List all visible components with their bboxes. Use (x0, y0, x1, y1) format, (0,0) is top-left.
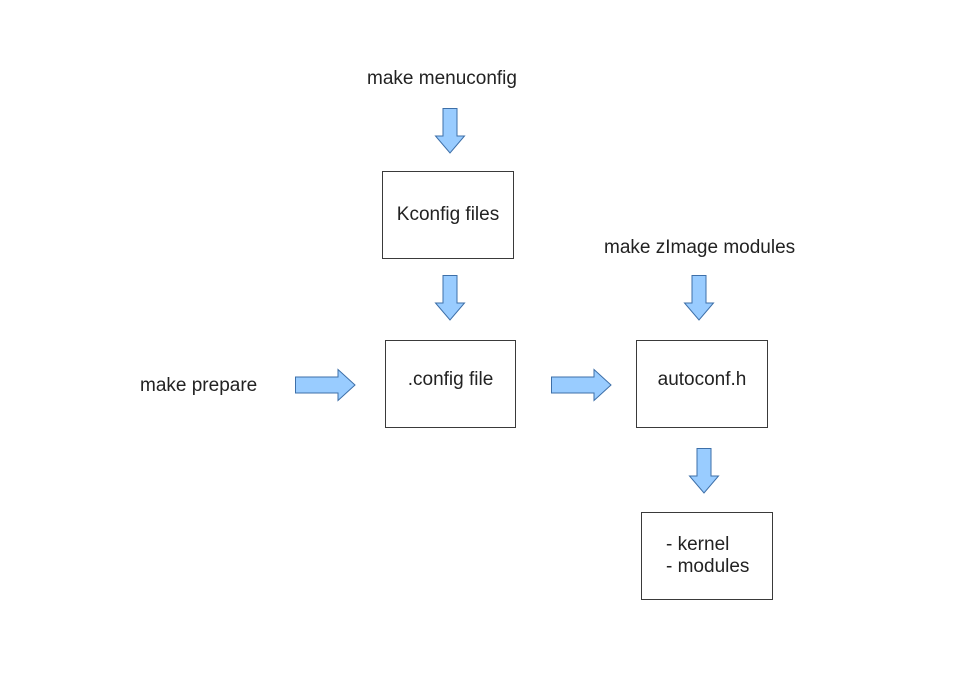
config-file-label: .config file (407, 369, 494, 390)
arrow-right-to-config-icon (295, 368, 356, 402)
make-zimage-modules-label: make zImage modules (604, 237, 796, 258)
kconfig-files-box: Kconfig files (382, 171, 514, 259)
make-menuconfig-label: make menuconfig (367, 68, 517, 89)
outputs-box: - kernel - modules (641, 512, 773, 600)
output-kernel-label: - kernel (666, 534, 730, 555)
config-file-box: .config file (385, 340, 516, 428)
arrow-down-to-autoconf-icon (683, 275, 715, 321)
output-modules-label: - modules (666, 556, 750, 577)
autoconf-h-label: autoconf.h (657, 369, 747, 390)
arrow-down-to-kconfig-icon (434, 108, 466, 154)
arrow-down-to-config-icon (434, 275, 466, 321)
kconfig-files-label: Kconfig files (396, 204, 500, 225)
make-prepare-label: make prepare (140, 375, 258, 396)
arrow-right-to-autoconf-icon (551, 368, 612, 402)
autoconf-h-box: autoconf.h (636, 340, 768, 428)
arrow-down-to-outputs-icon (688, 448, 720, 494)
